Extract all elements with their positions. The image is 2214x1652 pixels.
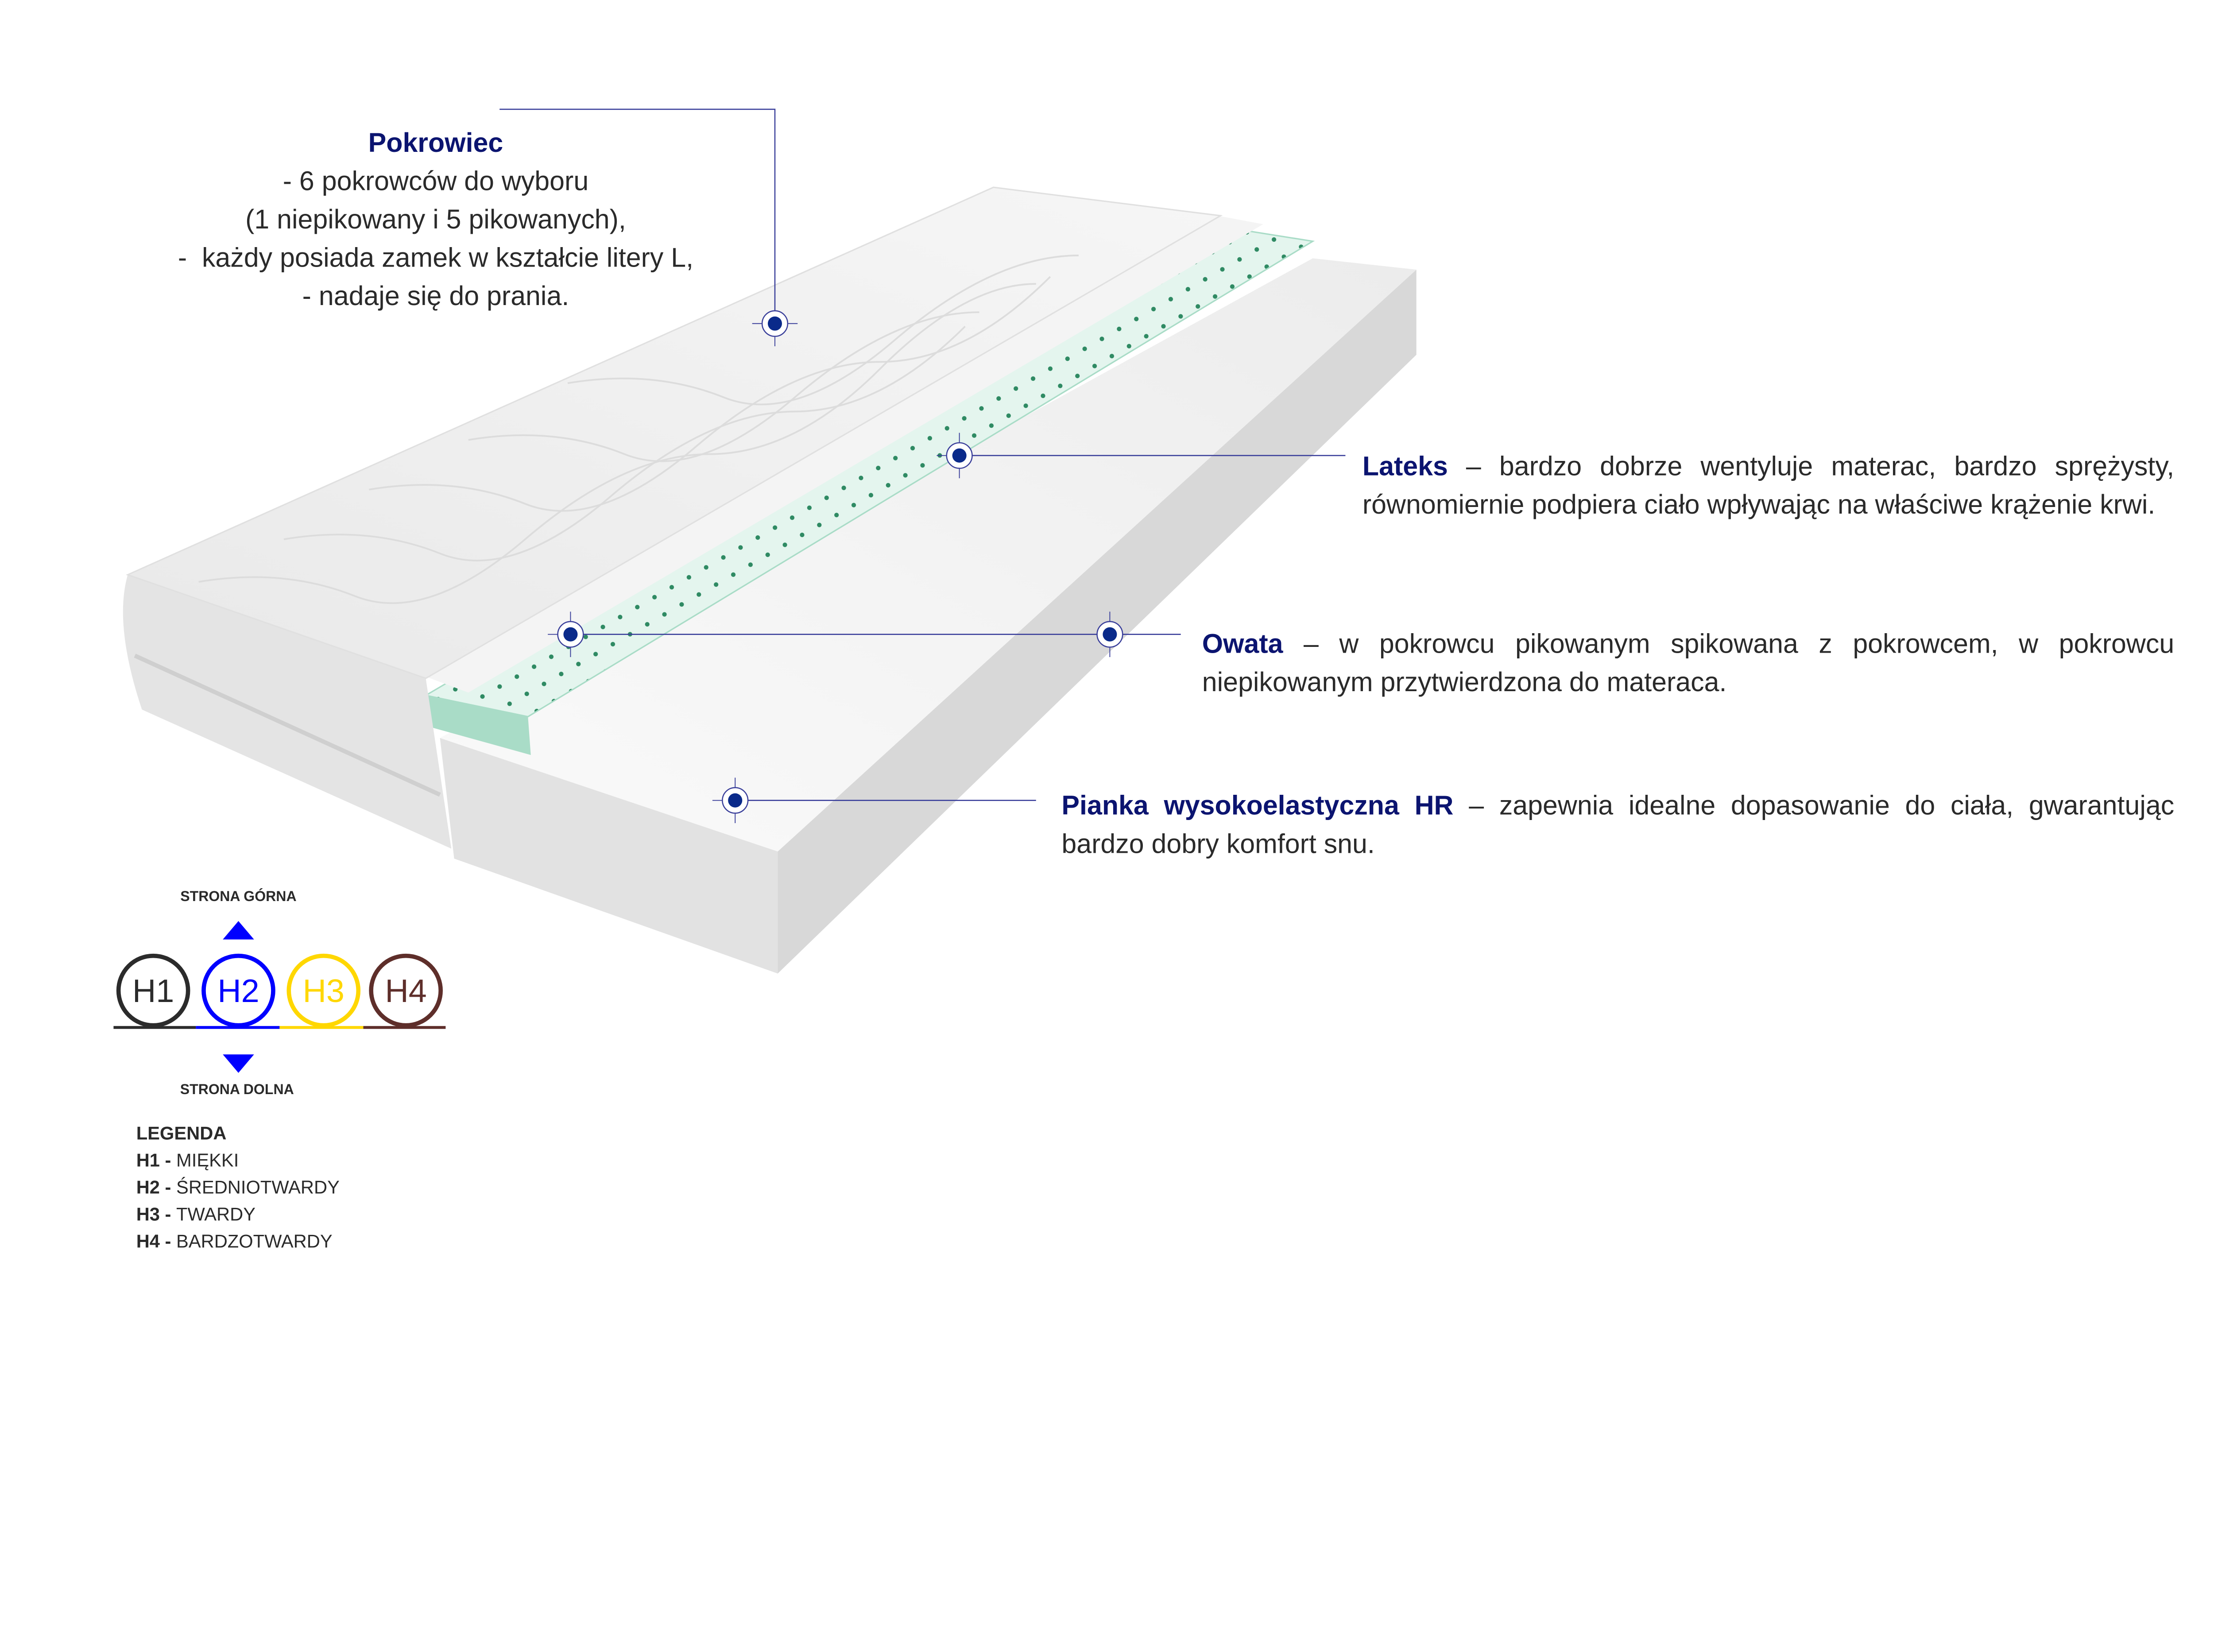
- legend-item: H2 - ŚREDNIOTWARDY: [136, 1176, 340, 1198]
- marker-icons: [548, 301, 1133, 823]
- target-marker-icon: [752, 301, 798, 347]
- legend-item: H3 - TWARDY: [136, 1203, 256, 1225]
- lateks-title: Lateks: [1362, 453, 1448, 483]
- legend-title: LEGENDA: [136, 1122, 227, 1144]
- pianka-block: Pianka wysokoelastyczna HR – zapewnia id…: [1061, 788, 2174, 864]
- cover-top: [126, 186, 1223, 679]
- hardness-h4: H4: [369, 953, 443, 1028]
- hardness-h3: H3: [286, 953, 361, 1028]
- hardness-h1: H1: [116, 953, 190, 1028]
- pokrowiec-line: - każdy posiada zamek w kształcie litery…: [178, 244, 694, 274]
- target-marker-icon: [548, 611, 593, 657]
- hardness-h2: H2: [201, 953, 275, 1028]
- cover-front: [123, 575, 452, 849]
- lateks-block: Lateks – bardzo dobrze wentyluje materac…: [1362, 449, 2174, 525]
- pokrowiec-line: - 6 pokrowców do wyboru: [283, 167, 589, 197]
- target-marker-icon: [1087, 611, 1133, 657]
- owata-text: – w pokrowcu pikowanym spikowana z pokro…: [1202, 630, 2175, 698]
- lateks-text: – bardzo dobrze wentyluje materac, bardz…: [1362, 453, 2175, 521]
- pianka-text: – zapewnia idealne dopasowanie do ciała,…: [1061, 792, 2175, 860]
- zipper: [134, 654, 441, 797]
- top-side-label: STRONA GÓRNA: [180, 890, 297, 905]
- target-marker-icon: [712, 778, 758, 823]
- foam-side-face: [778, 269, 1417, 974]
- owata-block: Owata – w pokrowcu pikowanym spikowana z…: [1202, 626, 2174, 702]
- pokrowiec-block: Pokrowiec - 6 pokrowców do wyboru (1 nie…: [142, 125, 730, 317]
- foam-front-face: [440, 738, 778, 974]
- legend: LEGENDA H1 - MIĘKKI H2 - ŚREDNIOTWARDY H…: [136, 1120, 340, 1254]
- bottom-side-label: STRONA DOLNA: [180, 1083, 294, 1099]
- legend-item: H1 - MIĘKKI: [136, 1149, 239, 1171]
- pokrowiec-line: (1 niepikowany i 5 pikowanych),: [245, 205, 626, 236]
- latex-side: [426, 695, 531, 755]
- arrow-up-icon: [223, 921, 254, 940]
- foam-top-face: [440, 258, 1417, 852]
- wadding-layer: [423, 216, 1263, 693]
- pokrowiec-title: Pokrowiec: [368, 129, 503, 159]
- target-marker-icon: [937, 433, 982, 479]
- owata-title: Owata: [1202, 630, 1283, 660]
- pokrowiec-line: - nadaje się do prania.: [302, 282, 569, 313]
- arrow-down-icon: [223, 1054, 254, 1073]
- pianka-title: Pianka wysokoelastyczna HR: [1061, 792, 1454, 822]
- legend-item: H4 - BARDZOTWARDY: [136, 1230, 333, 1252]
